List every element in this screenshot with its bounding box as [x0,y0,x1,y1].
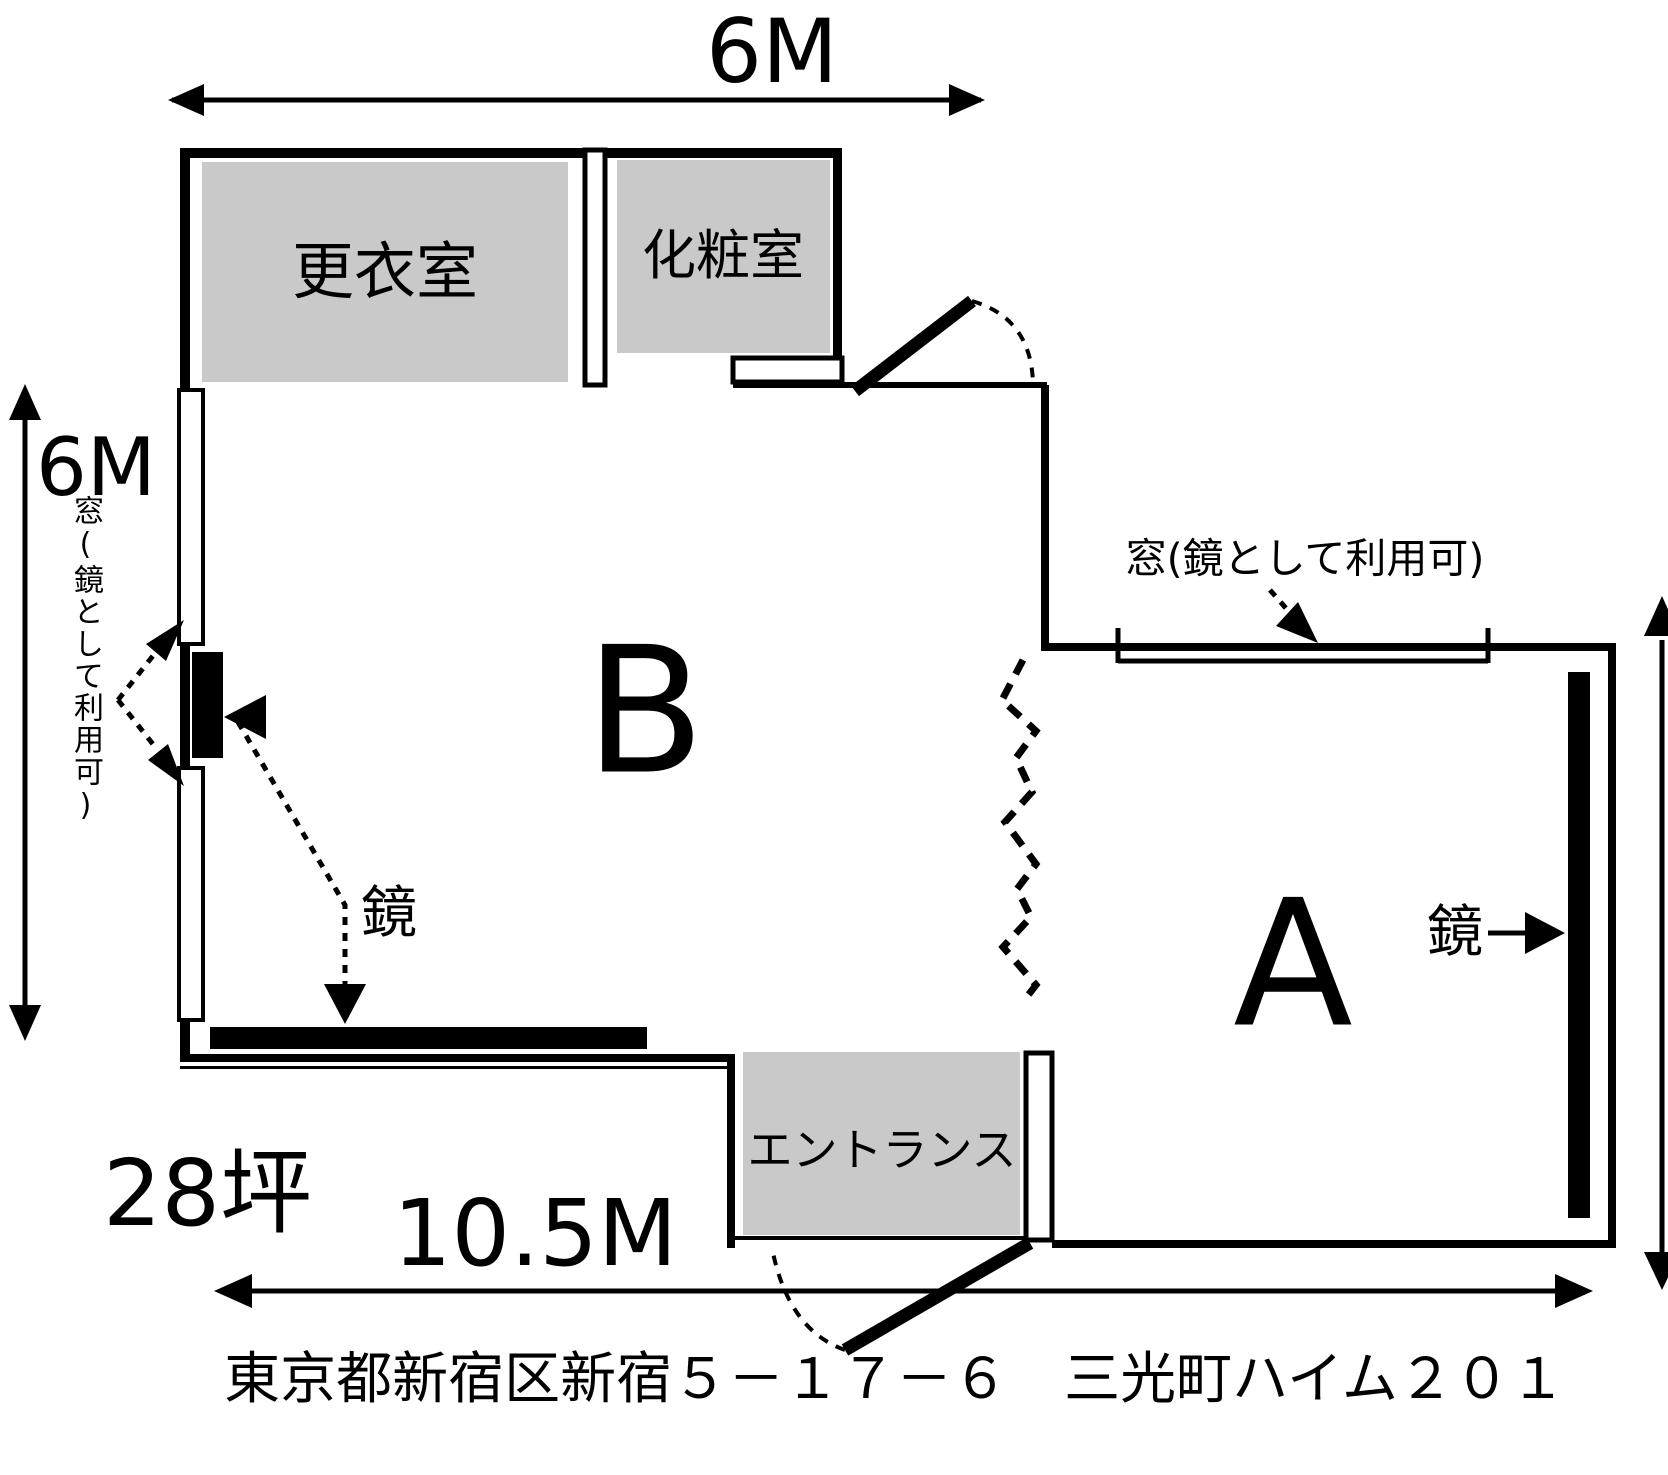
wall-closet-partition [582,147,608,388]
dimension-right-partial [1644,596,1668,1290]
powder-room-area [617,160,830,353]
entrance-door-swing-arc [770,1247,846,1352]
leader-window-left [116,620,184,786]
dimension-top-label: 6M [706,0,838,103]
studio-a-label: A [1233,863,1353,1067]
folding-partition-zigzag [997,658,1041,1006]
entrance-area [743,1052,1020,1235]
wall-a-right [1608,643,1616,1248]
mirror-b-label: 鏡 [361,881,417,946]
dimension-left-label: 6M [36,421,156,514]
leader-mirror-a [1488,912,1565,954]
wall-b-bottom [180,1054,735,1062]
entrance-threshold-line [735,1236,1025,1240]
wall-a-bottom [1052,1240,1616,1248]
window-left-upper [177,388,205,646]
studio-b-label: B [584,610,706,814]
entrance-door-leaf [1023,1050,1055,1243]
mirror-b-left-bar [192,652,223,758]
dimension-top-6m [168,84,985,116]
wall-b-bottom-inner-line [180,1066,735,1069]
powder-room-label: 化粧室 [642,224,804,287]
window-a-top [1115,628,1491,664]
window-a-label: 窓(鏡として利用可) [1125,534,1485,583]
address-label: 東京都新宿区新宿５－１７－６ 三光町ハイム２０１ [224,1347,1566,1412]
dimension-bottom-10-5m [214,1274,1593,1308]
door-swing-arc-top [971,299,1035,384]
window-left-lower [177,766,205,1022]
changing-room-label: 更衣室 [291,235,479,308]
area-label: 28坪 [103,1140,313,1247]
door-leaf-top [851,295,976,397]
changing-room-area [202,162,568,382]
counter-shelf [730,355,845,385]
dimension-left-6m [9,384,41,1041]
wall-a-top [1041,643,1616,651]
mirror-a-right-bar [1568,672,1590,1218]
entrance-door-open-leaf [841,1237,1034,1356]
leader-mirror-b [224,695,366,1024]
wall-top [180,148,842,158]
dimension-bottom-label: 10.5M [393,1180,678,1287]
mirror-a-label: 鏡 [1427,900,1483,965]
leader-window-a [1268,588,1318,643]
wall-entrance-left [727,1062,735,1248]
wall-notch-vertical [1041,385,1049,647]
wall-door-header [733,382,1047,388]
wall-powder-room-right [833,148,842,380]
entrance-label: エントランス [747,1123,1017,1177]
window-left-label: 窓(鏡として利用可) [68,495,103,825]
mirror-b-bottom-bar [210,1027,647,1049]
